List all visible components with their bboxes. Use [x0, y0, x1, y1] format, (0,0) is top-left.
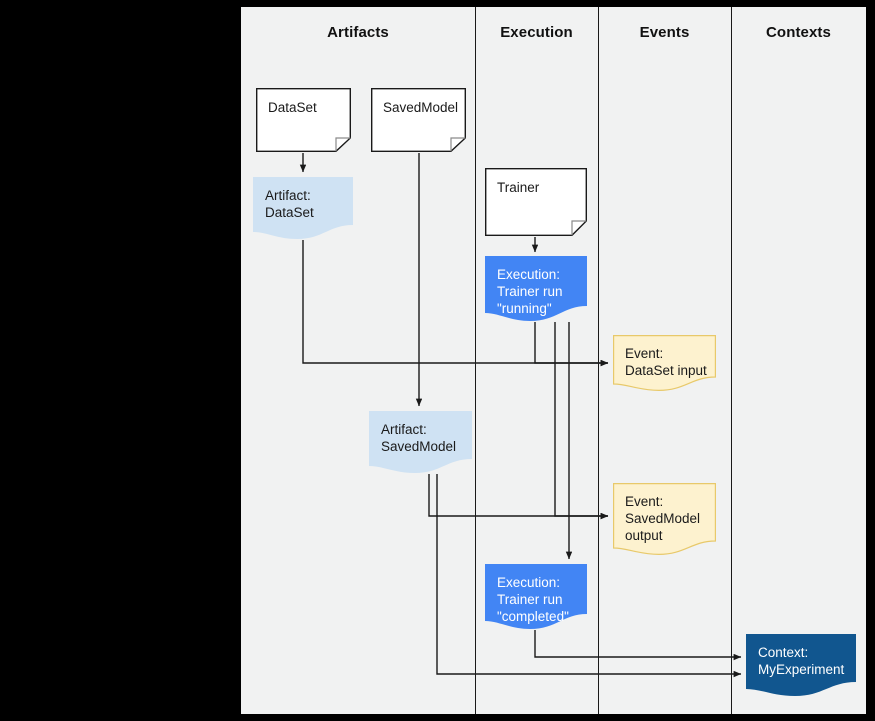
- node-event-dataset-input[interactable]: Event: DataSet input: [613, 335, 716, 392]
- connector-layer: [299, 153, 742, 678]
- document-shape: [371, 88, 466, 152]
- diagram-canvas: Artifacts Execution Events Contexts: [241, 7, 866, 714]
- edge-artifactsavedmodel-to-event-output: [428, 474, 609, 520]
- wave-shape: [485, 256, 587, 321]
- lane-title-artifacts: Artifacts: [327, 24, 389, 41]
- wave-shape: [369, 411, 472, 473]
- edge-execution-to-event-output: [554, 322, 609, 520]
- node-label: Execution: Trainer run "completed": [497, 575, 569, 624]
- node-label: Context: MyExperiment: [758, 645, 845, 677]
- node-execution-running[interactable]: Execution: Trainer run "running": [485, 256, 587, 321]
- node-context-myexperiment[interactable]: Context: MyExperiment: [746, 634, 856, 696]
- node-label: Trainer: [497, 180, 540, 195]
- lane-divider-1: [475, 7, 476, 714]
- edge-artifactsavedmodel-to-context: [436, 474, 742, 678]
- node-execution-completed[interactable]: Execution: Trainer run "completed": [485, 564, 587, 629]
- node-event-savedmodel-output[interactable]: Event: SavedModel output: [613, 483, 716, 556]
- document-shape: [485, 168, 587, 236]
- wave-shape: [253, 177, 353, 239]
- node-label: Artifact: DataSet: [265, 188, 314, 220]
- node-artifact-dataset[interactable]: Artifact: DataSet: [253, 177, 353, 239]
- node-label: Event: DataSet input: [625, 346, 707, 378]
- node-label: DataSet: [268, 100, 317, 115]
- lane-divider-2: [598, 7, 599, 714]
- node-label: SavedModel: [383, 100, 459, 115]
- wave-shape: [485, 564, 587, 629]
- document-shape: [256, 88, 351, 152]
- node-artifact-savedmodel[interactable]: Artifact: SavedModel: [369, 411, 472, 473]
- node-label: Execution: Trainer run "running": [497, 267, 563, 316]
- node-trainer-doc[interactable]: Trainer: [485, 168, 587, 236]
- node-label: Artifact: SavedModel: [381, 422, 457, 454]
- lane-title-contexts: Contexts: [766, 24, 831, 41]
- edge-artifactdataset-to-event-input: [302, 240, 609, 367]
- edge-execution-to-event-input: [534, 322, 609, 367]
- lane-title-execution: Execution: [500, 24, 573, 41]
- wave-shape: [613, 335, 716, 392]
- edge-execution-completed-to-context: [534, 630, 742, 661]
- wave-shape: [746, 634, 856, 696]
- node-savedmodel-doc[interactable]: SavedModel: [371, 88, 466, 152]
- lane-title-events: Events: [639, 24, 690, 41]
- node-dataset-doc[interactable]: DataSet: [256, 88, 351, 152]
- lane-divider-3: [731, 7, 732, 714]
- wave-shape: [613, 483, 716, 556]
- node-label: Event: SavedModel output: [625, 494, 701, 543]
